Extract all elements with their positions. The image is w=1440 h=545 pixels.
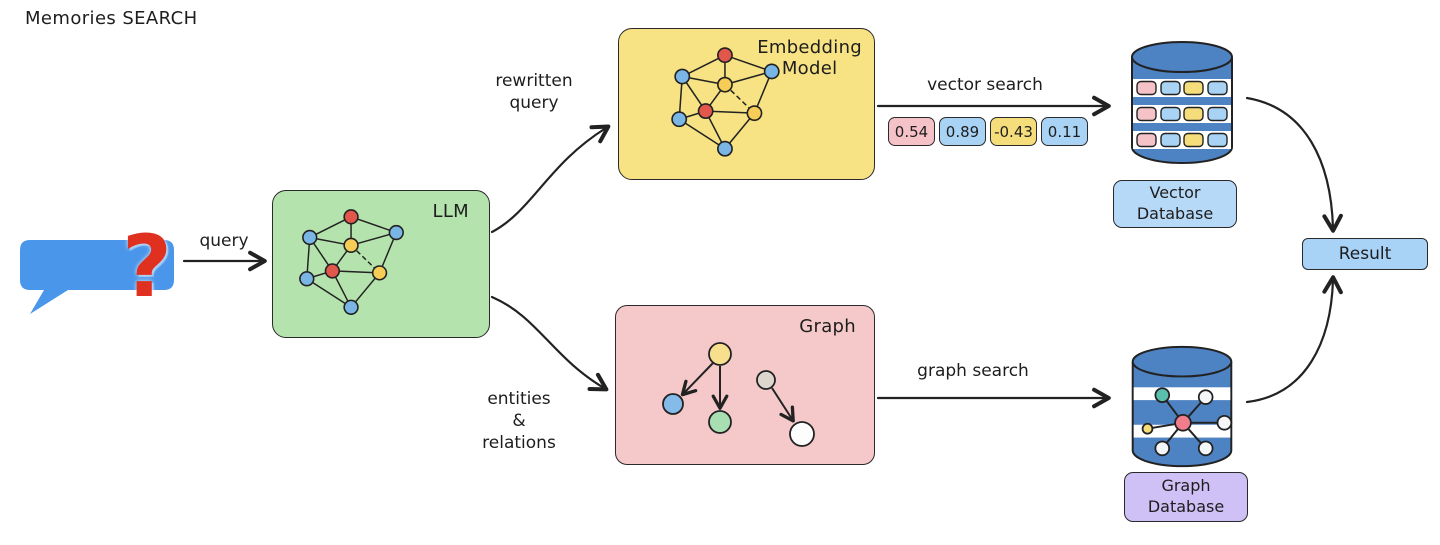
graph-database-pill: Graph Database [1124,472,1248,522]
graph-node: Graph [615,305,875,465]
graph-label: Graph [799,316,856,337]
neural-network-icon [671,47,780,157]
rewritten-query-arrow [490,124,611,234]
embedding-model-label: Embedding Model [757,37,862,79]
question-mark: ? [122,217,172,317]
entity-graph-icon [662,342,815,447]
diagram-title: Memories SEARCH [25,8,198,29]
vector-values: 0.54 0.89 -0.43 0.11 [888,117,1088,146]
entities-relations-arrow [490,295,609,392]
vector-db-to-result-arrow [1245,96,1343,233]
query-speech-bubble: ? [18,224,183,323]
neural-network-icon [299,209,404,315]
llm-node: LLM [272,190,490,338]
entities-relations-edge-label: entities & relations [482,389,556,454]
embedding-model-node: Embedding Model [618,28,875,180]
rewritten-query-edge-label: rewritten query [495,71,573,114]
speech-bubble-icon [20,240,174,314]
query-edge-label: query [199,231,249,251]
vector-value-chip: 0.54 [888,117,935,146]
vector-database-pill: Vector Database [1113,180,1237,228]
graph-search-edge-label: graph search [917,361,1029,381]
vector-value-chip: 0.11 [1041,117,1088,146]
result-pill: Result [1302,238,1428,270]
llm-label: LLM [432,201,469,222]
vector-database-icon [1131,41,1233,164]
vector-value-chip: 0.89 [939,117,986,146]
graph-db-to-result-arrow [1245,275,1343,404]
vector-value-chip: -0.43 [990,117,1037,146]
graph-database-icon [1131,345,1233,468]
vector-search-edge-label: vector search [927,75,1043,95]
